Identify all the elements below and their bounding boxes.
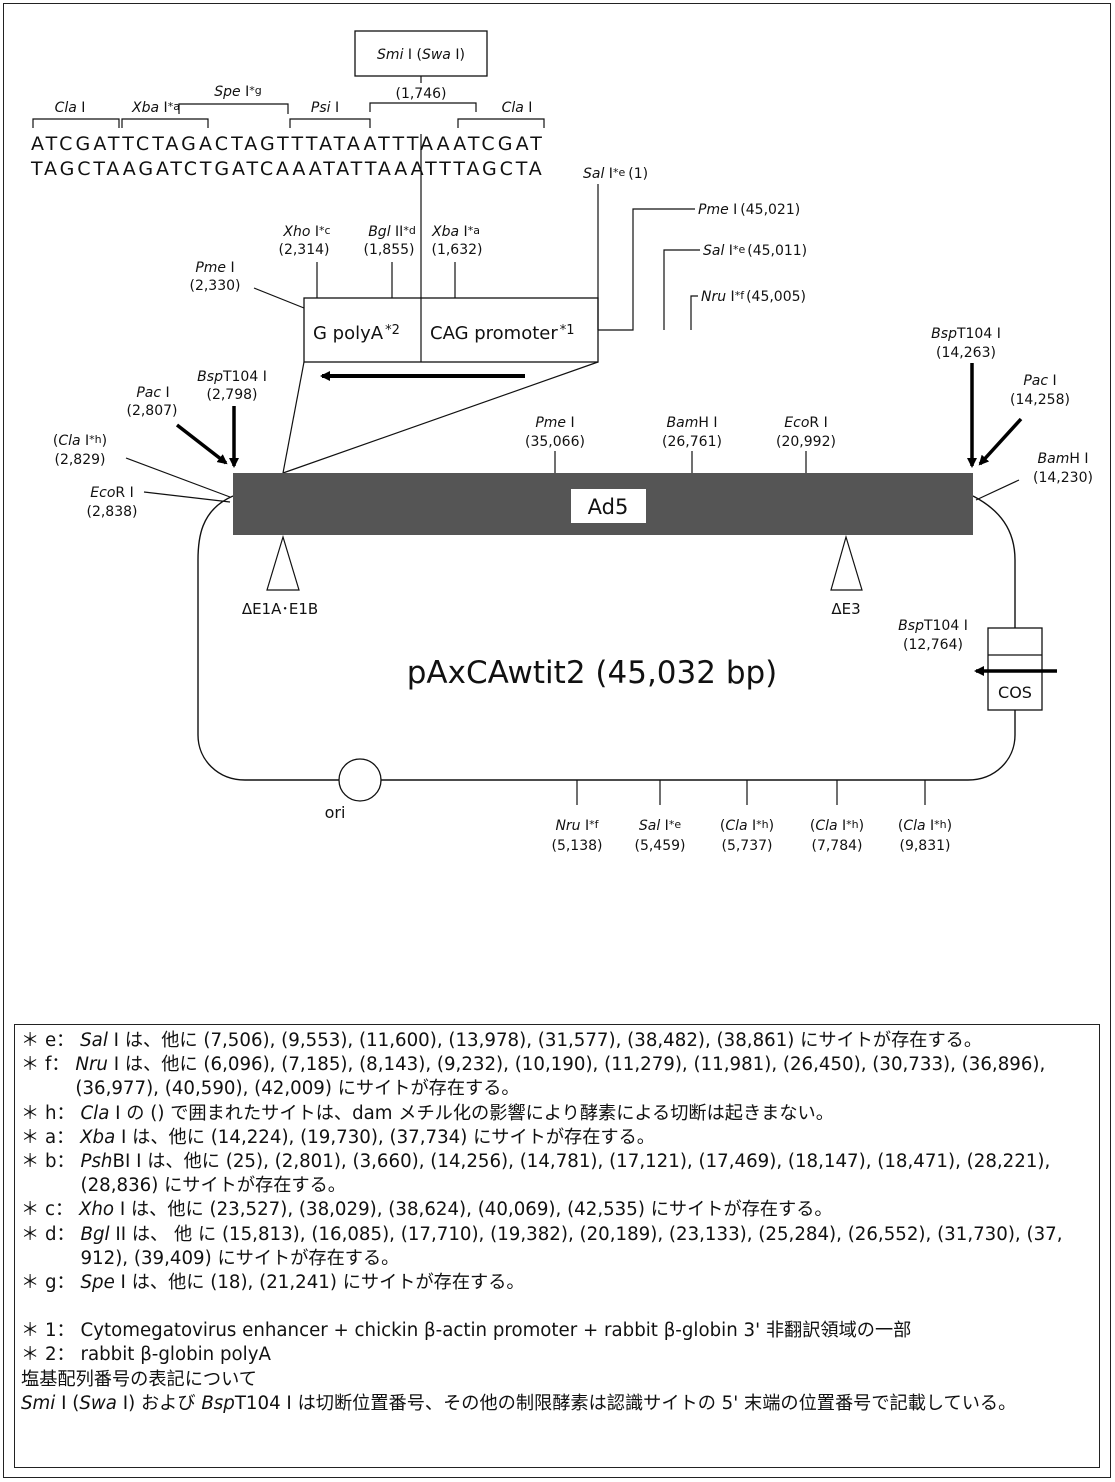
bottom-site-2-label: Sal I*e <box>639 818 681 834</box>
pme-cassette-pos: (2,330) <box>189 278 240 294</box>
pme-cassette-label: Pme I <box>195 260 234 276</box>
bsp-left-pos: (2,798) <box>206 387 257 403</box>
bottom-site-3-label: (Cla I*h) <box>720 818 774 834</box>
bsp-cos-label: BspT104 I <box>898 618 968 634</box>
bottom-site-4-pos: (7,784) <box>811 838 862 854</box>
note-c: ＊ c： Xho I は、他に (23,527), (38,029), (38,… <box>21 1199 833 1221</box>
polya-label: G polyA*2 <box>313 323 400 344</box>
cassette-box <box>303 297 599 363</box>
bracket-cla-right <box>457 118 545 128</box>
ori-circle <box>338 758 382 802</box>
deletion-e1-marker <box>266 534 300 591</box>
smi-site-position: (1,746) <box>395 86 446 102</box>
promoter-label: CAG promoter*1 <box>430 323 575 344</box>
bsp-cos-pos: (12,764) <box>903 637 963 653</box>
bracket-psi <box>289 118 371 128</box>
bgl-site-label: Bgl II*d <box>368 224 416 240</box>
pac-left-pos: (2,807) <box>126 403 177 419</box>
eco-top-label: EcoR I <box>784 415 827 431</box>
note-2: ＊ 2： rabbit β-globin polyA <box>21 1344 271 1366</box>
bottom-site-2-pos: (5,459) <box>634 838 685 854</box>
bracket-smi <box>369 102 477 112</box>
pac-right-pos: (14,258) <box>1010 392 1070 408</box>
bsp-right-pos: (14,263) <box>936 345 996 361</box>
bsp-right-label: BspT104 I <box>931 326 1001 342</box>
plasmid-backbone: Ad5 COS ori pAxCAwtit2 (45,032 bp) ΔE1A･… <box>197 473 1057 822</box>
footnotes-box: ＊ e： Sal I は、他に (7,506), (9,553), (11,60… <box>14 1024 1100 1468</box>
mcs-site-psi: Psi I <box>311 100 339 116</box>
pac-right-arrow <box>978 417 1023 466</box>
xba-site-pos: (1,632) <box>431 242 482 258</box>
map-site-labels: BspT104 I (2,798) Pac I (2,807) (Cla I*h… <box>53 326 1093 854</box>
cla-left-pos: (2,829) <box>54 452 105 468</box>
note-h: ＊ h： Cla I の () で囲まれたサイトは、dam メチル化の影響により… <box>21 1102 834 1124</box>
pme-45021-label: Pme I(45,021) <box>698 202 800 218</box>
cos-box <box>987 627 1043 711</box>
numbering-title: 塩基配列番号の表記について <box>21 1368 257 1390</box>
bottom-site-5-pos: (9,831) <box>899 838 950 854</box>
numbering-text: Smi I (Swa I) および BspT104 I は切断位置番号、その他の… <box>21 1392 1017 1414</box>
smi-site-label: Smi I (Swa I) <box>377 47 465 63</box>
deletion-e3-marker <box>830 534 863 591</box>
pac-right-label: Pac I <box>1023 373 1056 389</box>
bottom-site-5-label: (Cla I*h) <box>898 818 952 834</box>
expression-cassette: G polyA*2 CAG promoter*1 Pme I (2,330) X… <box>189 166 807 474</box>
mcs-site-spe: Spe I*g <box>214 84 261 100</box>
eco-top-pos: (20,992) <box>776 434 836 450</box>
sal-45011-label: Sal I*e(45,011) <box>703 243 807 259</box>
note-1: ＊ 1： Cytomegatovirus enhancer + chickin … <box>21 1320 912 1342</box>
bam-right-pos: (14,230) <box>1033 470 1093 486</box>
bam-top-label: BamH I <box>667 415 718 431</box>
bottom-site-1-label: Nru I*f <box>555 818 599 834</box>
bracket-cla-left <box>32 118 120 128</box>
ad5-label: Ad5 <box>588 495 629 519</box>
bottom-site-4-label: (Cla I*h) <box>810 818 864 834</box>
sal-site-1-label: Sal I*e(1) <box>583 166 648 182</box>
mcs-site-cla-left: Cla I <box>55 100 86 116</box>
plasmid-title: pAxCAwtit2 (45,032 bp) <box>407 655 778 691</box>
mcs-site-cla-right: Cla I <box>502 100 533 116</box>
note-a: ＊ a： Xba I は、他に (14,224), (19,730), (37,… <box>21 1126 655 1148</box>
nru-45005-label: Nru I*f(45,005) <box>701 289 806 305</box>
figure-frame <box>3 3 1111 1478</box>
mcs-site-xba: Xba I*a <box>131 100 180 116</box>
pac-left-arrow <box>175 423 228 465</box>
bracket-xba <box>121 118 209 128</box>
bottom-site-3-pos: (5,737) <box>721 838 772 854</box>
xba-site-label: Xba I*a <box>431 224 480 240</box>
ori-label: ori <box>325 803 346 822</box>
eco-left-label: EcoR I <box>90 485 133 501</box>
pme-top-pos: (35,066) <box>525 434 585 450</box>
note-b: ＊ b： PshBI I は、他に (25), (2,801), (3,660)… <box>21 1151 1051 1197</box>
deletion-e3-label: ΔE3 <box>831 600 860 618</box>
mcs-sequence-bottom: TAGCTAAGATCTGATCAAATATTAAATTTAGCTA <box>30 158 542 180</box>
bam-right-label: BamH I <box>1038 451 1089 467</box>
pme-top-label: Pme I <box>535 415 574 431</box>
ad5-label-box <box>571 489 646 523</box>
mcs-region: Smi I (Swa I) (1,746) Cla I Xba I*a Spe … <box>30 30 545 182</box>
bottom-site-1-pos: (5,138) <box>551 838 602 854</box>
deletion-e1-label: ΔE1A･E1B <box>242 600 318 618</box>
note-e: ＊ e： Sal I は、他に (7,506), (9,553), (11,60… <box>21 1030 983 1051</box>
bam-top-pos: (26,761) <box>662 434 722 450</box>
note-f: ＊ f： Nru I は、他に (6,096), (7,185), (8,143… <box>21 1054 1046 1100</box>
bracket-spe <box>178 103 289 114</box>
bgl-site-pos: (1,855) <box>363 242 414 258</box>
pac-left-label: Pac I <box>136 385 169 401</box>
note-d: ＊ d： Bgl II は、 他 に (15,813), (16,085), (… <box>21 1223 1063 1269</box>
plasmid-map: Smi I (Swa I) (1,746) Cla I Xba I*a Spe … <box>30 30 1093 854</box>
note-g: ＊ g： Spe I は、他に (18), (21,241) にサイトが存在する… <box>21 1272 525 1294</box>
eco-left-pos: (2,838) <box>86 504 137 520</box>
xho-site-label: Xho I*c <box>282 224 330 240</box>
mcs-sequence-top: ATCGATTCTAGACTAGTTTATAATTTAAATCGAT <box>31 133 542 155</box>
xho-site-pos: (2,314) <box>278 242 329 258</box>
cos-label: COS <box>998 683 1032 702</box>
cla-left-label: (Cla I*h) <box>53 433 107 449</box>
bsp-left-label: BspT104 I <box>197 369 267 385</box>
